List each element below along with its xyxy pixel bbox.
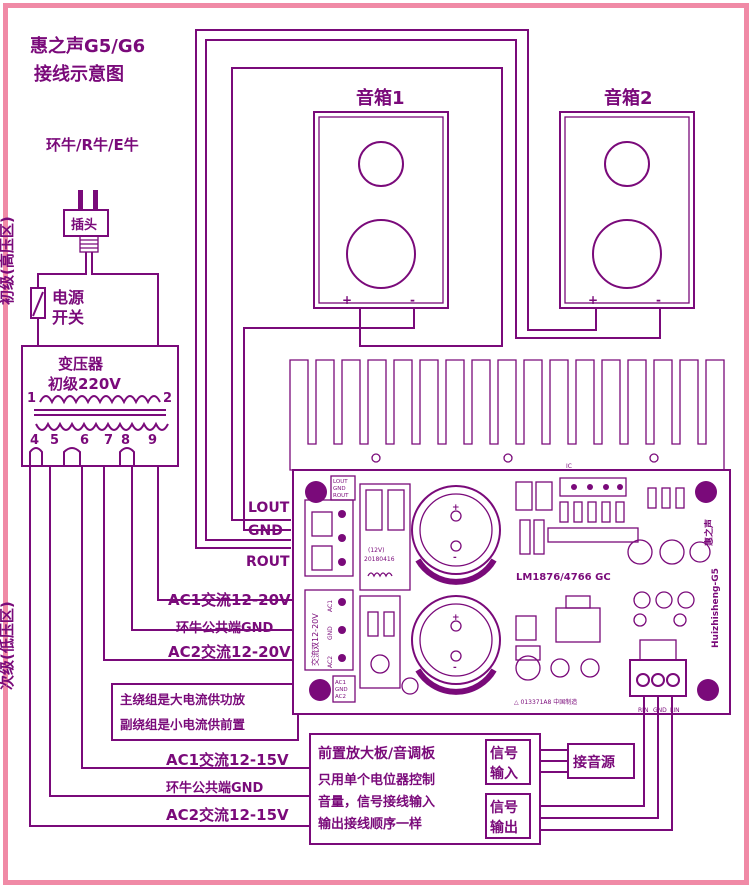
mount-hole: [697, 679, 719, 701]
speaker-2-plus: +: [588, 293, 598, 307]
switch-label-1: 电源: [52, 288, 84, 307]
rectifier-area: [359, 595, 401, 689]
pcb-date: 20180416: [364, 556, 395, 563]
cap-minus: -: [453, 553, 457, 563]
secondary-side-label: 次级(低压区): [0, 601, 16, 690]
mount-hole: [305, 481, 327, 503]
title-line2: 接线示意图: [34, 63, 124, 85]
pcb-out-pin: ROUT: [333, 493, 349, 499]
transformer-box: [21, 345, 179, 467]
ac-lower-label: AC1交流12-15V: [166, 751, 289, 769]
pin-1: 1: [27, 391, 36, 406]
pcb-signal-pin: GND: [653, 707, 667, 714]
ac-upper-label: AC1交流12-20V: [168, 591, 291, 609]
signal-in-2: 输入: [490, 765, 518, 782]
preamp-desc-2: 音量，信号接线输入: [318, 794, 435, 810]
output-terminal-block: [304, 499, 354, 577]
signal-input-box: [485, 739, 531, 785]
preamp-title: 前置放大板/音调板: [318, 745, 436, 762]
speaker-1-label: 音箱1: [356, 87, 405, 109]
mount-hole: [695, 481, 717, 503]
pcb-signal-pin: LIN: [670, 707, 680, 714]
pin-2: 2: [163, 391, 172, 406]
transformer-label-2: 初级220V: [48, 375, 121, 393]
mount-hole: [309, 679, 331, 701]
ac-lower-label: AC2交流12-15V: [166, 806, 289, 824]
pcb-ac-pin-small: AC1: [335, 680, 346, 686]
pcb-12v: (12V): [368, 547, 384, 554]
secondary-pin: 5: [50, 433, 59, 448]
pcb-bottom-text: △ 013371A8 中国制造: [514, 698, 577, 706]
filter-capacitor-icon: [411, 595, 501, 695]
signal-out-2: 输出: [490, 819, 518, 836]
speaker-1-icon: [313, 111, 449, 309]
out-label-lout: LOUT: [248, 500, 290, 516]
switch-label-2: 开关: [52, 308, 84, 327]
pcb-top-mark: IC: [566, 463, 572, 470]
page-border: [3, 3, 749, 885]
ac-upper-label: AC2交流12-20V: [168, 643, 291, 661]
speaker-1-minus: -: [410, 293, 415, 307]
speaker-2-minus: -: [656, 293, 661, 307]
pcb-ac-pin-small: AC2: [335, 694, 346, 700]
out-label-gnd: GND: [248, 523, 283, 539]
preamp-desc-3: 输出接线顺序一样: [318, 816, 422, 832]
cap-minus: -: [453, 663, 457, 673]
heatsink: [289, 359, 725, 471]
relay-area: [359, 483, 411, 591]
ac-lower-label: 环牛公共端GND: [166, 780, 264, 796]
title-line1: 惠之声G5/G6: [30, 35, 145, 57]
pcb-ac-pin-small: GND: [335, 687, 348, 693]
secondary-pin: 7: [104, 433, 113, 448]
pcb-ac-pin: GND: [327, 626, 334, 640]
speaker-2-icon: [559, 111, 695, 309]
secondary-pin: 6: [80, 433, 89, 448]
cap-plus: +: [452, 503, 460, 513]
speaker-1-plus: +: [342, 293, 352, 307]
speaker-2-label: 音箱2: [604, 87, 653, 109]
pcb-ac-pin: AC2: [327, 656, 334, 668]
signal-in-1: 信号: [490, 745, 518, 762]
power-switch-icon: [30, 287, 46, 319]
preamp-desc-1: 只用单个电位器控制: [318, 772, 435, 788]
out-label-rout: ROUT: [246, 554, 290, 570]
filter-capacitor-icon: [411, 485, 501, 585]
plug-label: 插头: [71, 217, 97, 233]
plug-icon: [63, 190, 109, 253]
note-line1: 主绕组是大电流供功放: [120, 692, 246, 707]
secondary-pin: 8: [121, 433, 130, 448]
pcb-out-pin: GND: [333, 486, 346, 492]
source-label: 接音源: [573, 754, 615, 771]
transformer-types: 环牛/R牛/E牛: [46, 136, 139, 154]
pcb-chip-label: LM1876/4766 GC: [516, 572, 611, 583]
signal-output-box: [485, 793, 531, 839]
preamp-board-box: [309, 733, 541, 845]
primary-coil: [39, 395, 161, 405]
pcb-brand-cn: 惠之声: [703, 519, 715, 546]
ac-input-block: [304, 589, 354, 671]
ac-upper-label: 环牛公共端GND: [176, 620, 274, 636]
secondary-pin: 4: [30, 433, 39, 448]
note-line2: 副绕组是小电流供前置: [120, 717, 246, 732]
secondary-pin: 9: [148, 433, 157, 448]
pcb-ac-pin: AC1: [327, 600, 334, 612]
pcb-out-pin: LOUT: [333, 479, 348, 485]
signal-out-1: 信号: [490, 799, 518, 816]
primary-side-label: 初级(高压区): [0, 216, 16, 305]
cap-plus: +: [452, 613, 460, 623]
secondary-coil: [35, 421, 169, 431]
pcb-brand-vertical: Huizhisheng-G5: [711, 568, 721, 648]
pcb-ac-block-label: 交流双12-20V: [310, 613, 320, 666]
transformer-label-1: 变压器: [58, 355, 104, 373]
